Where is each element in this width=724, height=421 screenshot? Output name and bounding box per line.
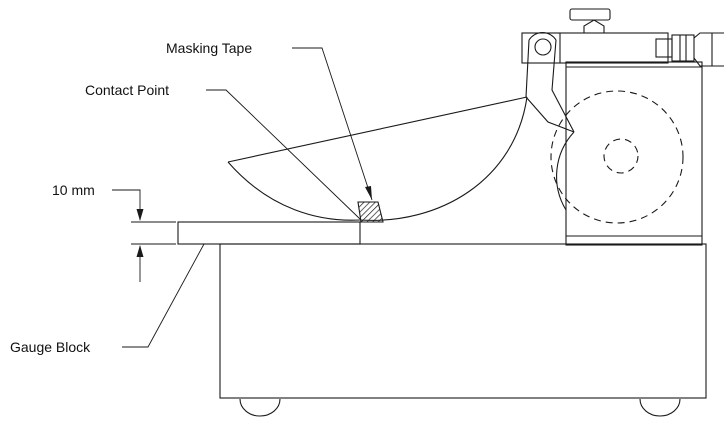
clamp-bar [521, 8, 724, 67]
label-contact-point: Contact Point [85, 82, 169, 98]
wheel-right [639, 398, 681, 417]
wheel-left [239, 398, 281, 417]
label-gauge-block: Gauge Block [10, 339, 91, 355]
pendulum-arm [525, 39, 575, 133]
drum-wheel [550, 90, 684, 224]
gauge-block [177, 221, 361, 245]
leader-contact-point [206, 89, 361, 220]
leader-masking-tape [292, 47, 373, 201]
label-thickness: 10 mm [52, 182, 95, 198]
leader-gauge-block [122, 243, 205, 348]
pivot [528, 32, 557, 56]
label-masking-tape: Masking Tape [166, 40, 252, 56]
base-cabinet [219, 243, 707, 399]
curved-tray [227, 96, 528, 221]
dimension-10mm [112, 189, 176, 282]
machine-housing [565, 61, 703, 246]
masking-tape-block [357, 201, 384, 223]
